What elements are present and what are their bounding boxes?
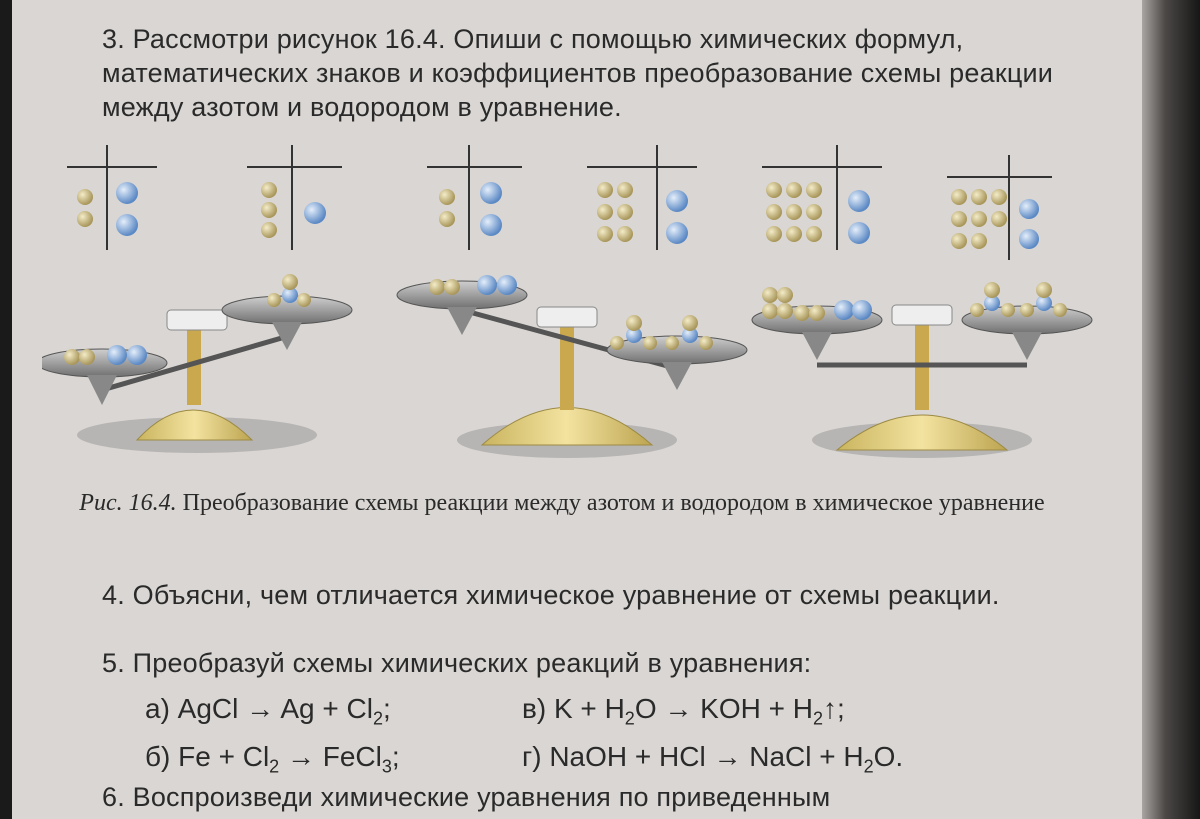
atom-table-6 [947, 155, 1052, 260]
task-4-text: 4. Объясни, чем отличается химическое ур… [102, 580, 1000, 610]
atom-table-2 [247, 145, 342, 250]
task-5-text: 5. Преобразуй схемы химических реакций в… [102, 648, 812, 678]
equation-a: а) AgCl → Ag + Cl2; [145, 693, 391, 729]
atom-table-5 [762, 145, 882, 250]
atom-table-1 [67, 145, 157, 250]
equation-b: б) Fe + Cl2 → FeCl3; [145, 741, 400, 777]
textbook-page: 3. Рассмотри рисунок 16.4. Опиши с помощ… [12, 0, 1142, 819]
task-3-text: 3. Рассмотри рисунок 16.4. Опиши с помощ… [102, 24, 1054, 122]
figure-caption: Рис. 16.4. Преобразование схемы реакции … [42, 488, 1082, 518]
balance-scale-1 [42, 274, 353, 453]
equation-v: в) K + H2O → KOH + H2↑; [522, 693, 845, 729]
atom-table-4 [587, 145, 697, 250]
balance-scale-2 [396, 275, 748, 458]
figure-caption-label: Рис. 16.4. [79, 490, 177, 516]
balance-scale-3 [751, 282, 1093, 458]
atom-table-3 [427, 145, 522, 250]
figure-16-4-scales [42, 145, 1093, 458]
page-edge-shadow [1142, 0, 1200, 819]
task-6-text: 6. Воспроизведи химические уравнения по … [102, 782, 831, 812]
equation-g: г) NaOH + HCl → NaCl + H2O. [522, 741, 904, 777]
figure-caption-text: Преобразование схемы реакции между азото… [182, 490, 1045, 516]
